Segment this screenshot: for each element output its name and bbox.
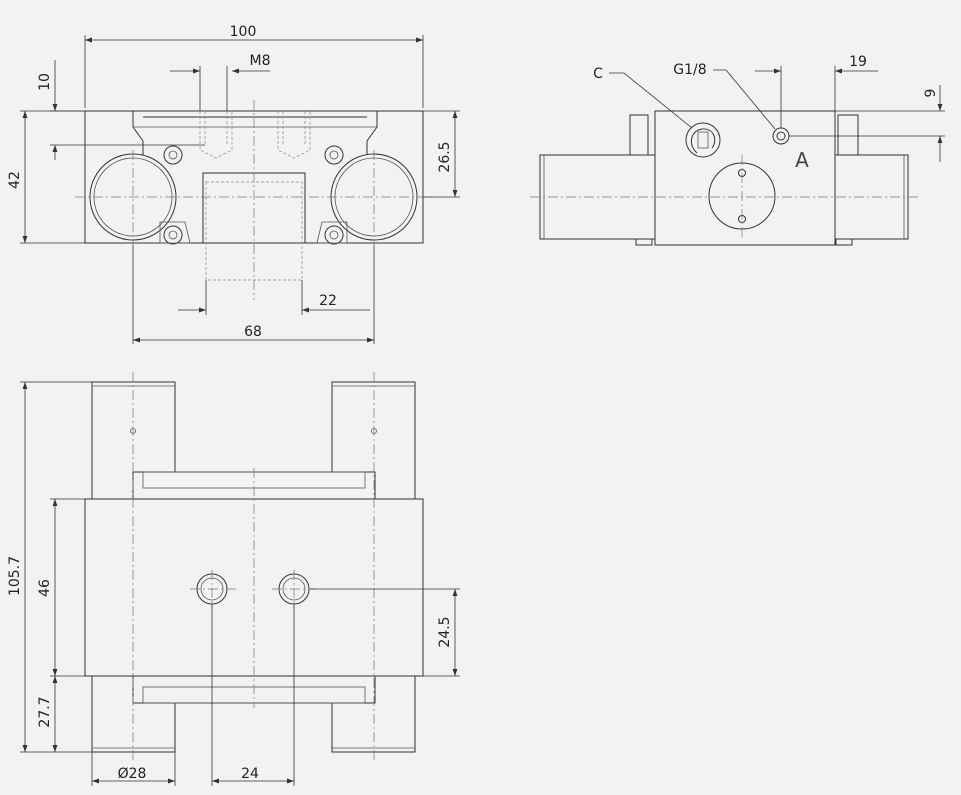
dim-center-height: 26.5: [437, 141, 453, 172]
port-a-label: A: [795, 148, 809, 172]
port-g-symbol: [772, 127, 790, 145]
dim-jaw-length: 27.7: [37, 696, 53, 727]
side-view: A C G1/8 19 9: [530, 54, 945, 246]
dim-jaw-spacing: 68: [244, 324, 262, 340]
dim-front-height: 42: [7, 171, 23, 189]
dim-diameter: Ø28: [118, 766, 147, 782]
port-g-label: G1/8: [673, 62, 706, 78]
dim-total-length: 105.7: [7, 556, 23, 596]
dim-port-offset-x: 19: [849, 54, 867, 70]
front-view: 100 M8 10 42 26.5 22 68: [7, 24, 460, 344]
dim-hole-spacing: 24: [241, 766, 259, 782]
dim-body-length: 46: [37, 579, 53, 597]
dim-overall-width: 100: [230, 24, 257, 40]
dim-thread: M8: [250, 53, 271, 69]
dim-hole-offset: 24.5: [437, 616, 453, 647]
port-c-label: C: [593, 66, 603, 82]
front-screws: [159, 145, 348, 245]
dim-port-offset-y: 9: [923, 89, 939, 98]
top-view: 105.7 46 27.7 24.5 Ø28 24: [7, 372, 460, 786]
dim-slot-width: 22: [319, 293, 337, 309]
dim-top-offset: 10: [37, 73, 53, 91]
